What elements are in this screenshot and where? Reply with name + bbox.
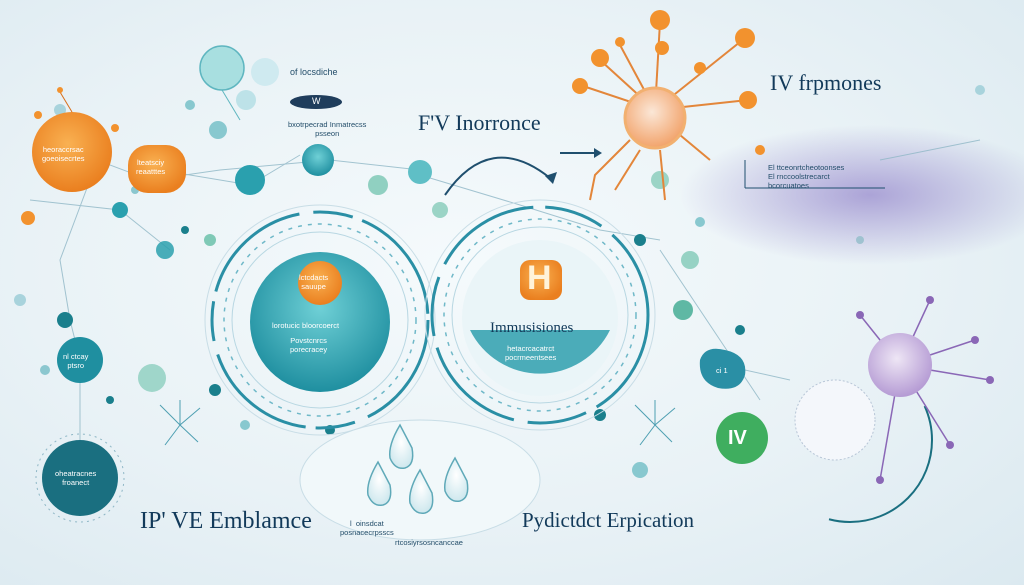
dark-teal-node bbox=[42, 440, 118, 516]
iv-badge-letter: IV bbox=[728, 427, 747, 449]
teal-blob-right bbox=[699, 348, 746, 389]
teal-node-left-label: nl ctcay ptsro bbox=[63, 352, 89, 370]
right-ring-sublabel: hetacrcacatrct pocrmeentsees bbox=[505, 344, 557, 362]
orange-neuron-nodes bbox=[572, 10, 757, 109]
dendrite-left bbox=[159, 400, 201, 446]
orange-cell-left bbox=[32, 87, 119, 192]
teal-blob-right-label: ci 1 bbox=[716, 366, 728, 375]
left-ring-label-2: Povstcnrcs porecracey bbox=[290, 336, 328, 354]
dotted-cell bbox=[794, 379, 876, 461]
mid-orange-label: lteatsciy reaatttes bbox=[136, 158, 166, 176]
purple-cell bbox=[868, 333, 932, 397]
bottom-center-label-2: rtcosiyrsosncanccae bbox=[395, 538, 463, 547]
top-label-2: bxotrpecrad Inmatrecss psseon bbox=[288, 120, 367, 138]
purple-neuron-tips bbox=[856, 296, 994, 484]
top-label-1: of locsdiche bbox=[290, 67, 338, 77]
left-ring-label-1: lorotucic bloorcoerct bbox=[272, 321, 340, 330]
right-ring bbox=[424, 199, 656, 431]
droplets bbox=[366, 423, 469, 515]
purple-cloud bbox=[680, 125, 1024, 265]
ring-orange-label: lctcdacts sauupe bbox=[299, 273, 329, 291]
orange-cell-mid bbox=[128, 145, 186, 193]
orange-left-label: heoraccrsac goeoisecrtes bbox=[42, 145, 85, 163]
blob-cluster-top-left bbox=[199, 45, 279, 121]
teal-node-left bbox=[57, 337, 103, 383]
dark-teal-node-ring bbox=[35, 433, 125, 523]
scatter-dots bbox=[14, 85, 985, 487]
right-arrow-head bbox=[594, 148, 602, 158]
center-title: F'V Inorronce bbox=[418, 110, 541, 135]
dark-teal-node-label: oheatracnes froanect bbox=[55, 469, 97, 487]
orange-neuron-body bbox=[623, 86, 687, 150]
bottom-right-ring bbox=[767, 357, 933, 523]
left-ring bbox=[204, 204, 436, 436]
bottom-left-title: IP' VE Emblamce bbox=[140, 508, 312, 534]
dendrite-right bbox=[634, 400, 676, 446]
bottom-center-label-1: l oinsdcat posnacecrpsscs bbox=[340, 519, 394, 537]
green-badge-circle bbox=[716, 412, 768, 464]
h-icon-letter: H bbox=[527, 259, 552, 297]
w-pill-shape bbox=[290, 95, 342, 109]
right-circle-title: Immusisiones bbox=[490, 320, 574, 336]
cycle-arrow-head bbox=[545, 172, 557, 184]
cycle-arrow-arc bbox=[444, 156, 551, 196]
purple-neuron bbox=[859, 299, 991, 481]
top-right-title: IV frpmones bbox=[770, 70, 882, 95]
bottom-right-title: Pydictdct Erpication bbox=[522, 508, 695, 532]
w-pill-letter: W bbox=[312, 96, 321, 106]
purple-cloud-text: El ttceonrtcheotoonses El rnccoolstrecar… bbox=[768, 163, 845, 190]
